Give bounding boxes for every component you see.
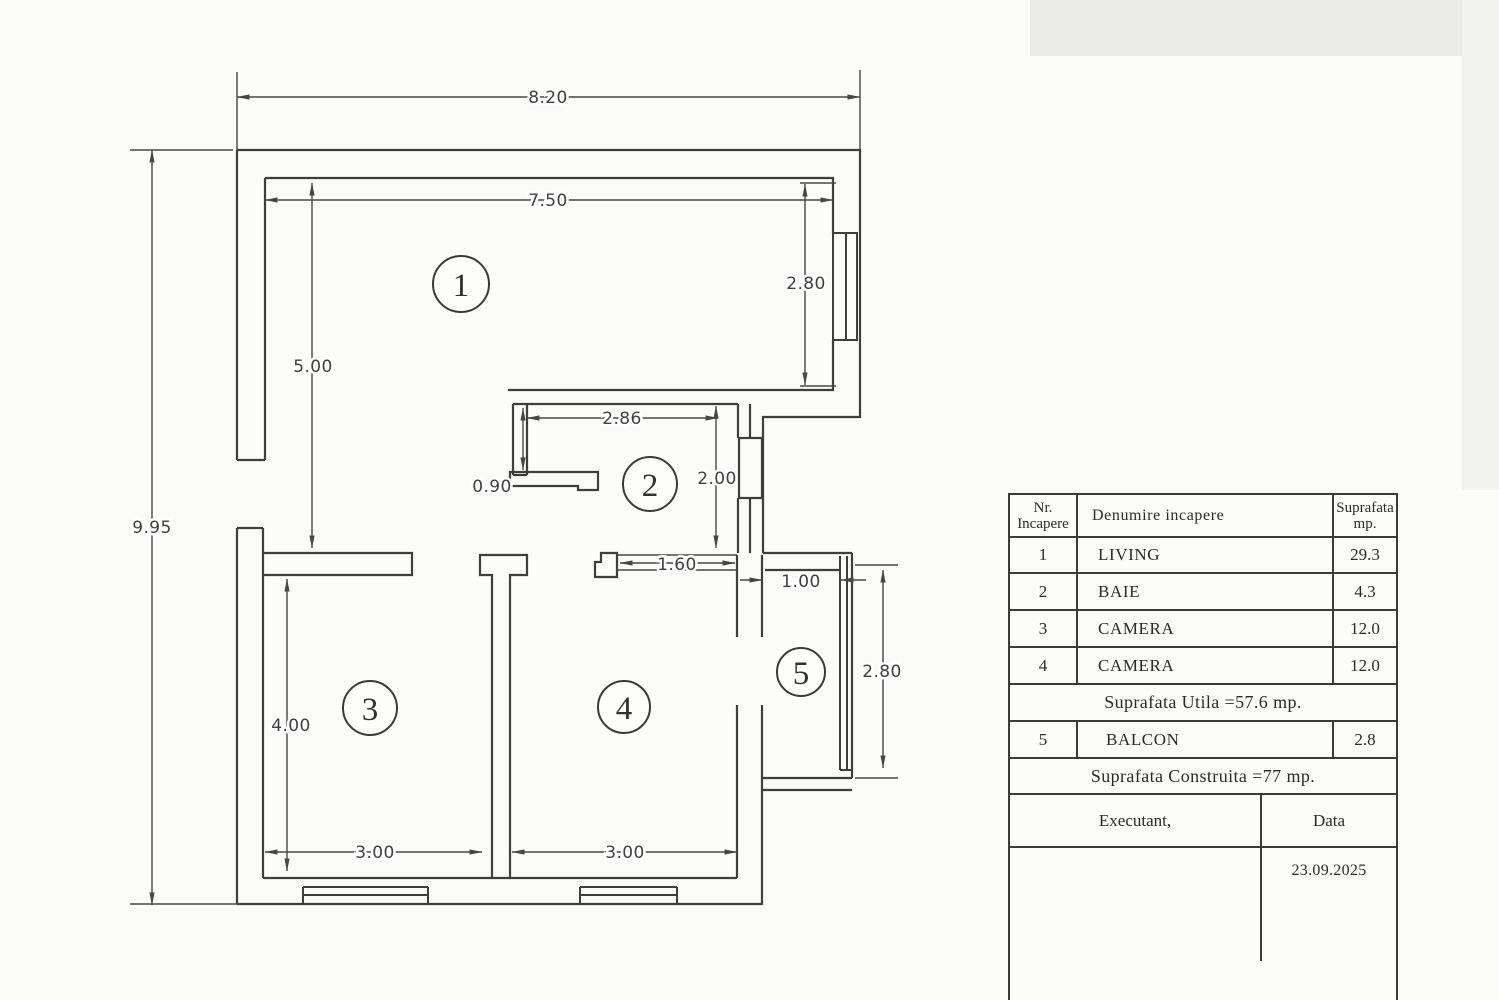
dim-total-width bbox=[236, 70, 861, 150]
wall-bath-left bbox=[511, 404, 529, 477]
dimension-labels: 8.20 9.95 7.50 5.00 2.80 2.86 0.90 2.00 … bbox=[130, 86, 904, 866]
room-marker-4: 4 bbox=[597, 680, 651, 734]
dim-label-living-height: 2.80 bbox=[786, 274, 825, 294]
cell-living-area: 29.3 bbox=[1350, 545, 1380, 564]
room-number-4: 4 bbox=[616, 691, 633, 727]
wall-balcony-top bbox=[763, 551, 852, 572]
wall-balcony-left-upper bbox=[735, 555, 764, 637]
window-living bbox=[832, 232, 858, 341]
room-marker-1: 1 bbox=[432, 255, 490, 313]
dim-label-room3-height: 4.00 bbox=[271, 716, 310, 736]
cell-executant-label: Executant, bbox=[1010, 795, 1262, 846]
cell-camera3-nr: 3 bbox=[1010, 611, 1078, 646]
dim-hall-opening bbox=[617, 554, 737, 571]
cell-living-name: LIVING bbox=[1078, 538, 1334, 572]
windows bbox=[302, 232, 858, 904]
scan-shading-right-edge bbox=[1462, 0, 1499, 490]
wall-inner-top bbox=[265, 176, 835, 233]
dim-label-total-width: 8.20 bbox=[528, 88, 567, 108]
dim-living-height bbox=[800, 182, 836, 387]
header-suprafata: Suprafata mp. bbox=[1334, 495, 1396, 536]
dim-label-living-width: 7.50 bbox=[528, 191, 567, 211]
wall-room3-top bbox=[263, 551, 414, 577]
wall-jamb-room4 bbox=[593, 551, 619, 579]
room-marker-2: 2 bbox=[622, 456, 678, 512]
cell-balcon-nr: 5 bbox=[1010, 722, 1078, 757]
room-markers: 1 2 3 4 5 bbox=[342, 255, 826, 736]
dim-total-height bbox=[130, 149, 240, 906]
table-row-living: 1 LIVING 29.3 bbox=[1010, 538, 1396, 574]
walls bbox=[235, 148, 862, 906]
table-row-suprafata-utila: Suprafata Utila =57.6 mp. bbox=[1010, 685, 1396, 722]
wall-left-upper bbox=[235, 150, 267, 462]
cell-baie-name: BAIE bbox=[1078, 574, 1334, 609]
wall-balcony-bottom bbox=[763, 776, 852, 792]
dim-label-bath-height: 2.00 bbox=[697, 469, 736, 489]
table-row-date: 23.09.2025 bbox=[1010, 848, 1396, 961]
window-room3 bbox=[302, 886, 429, 904]
header-denumire: Denumire incapere bbox=[1078, 495, 1334, 536]
dim-label-bath-width: 2.86 bbox=[602, 409, 641, 429]
dim-label-balcony-door: 1.00 bbox=[781, 572, 820, 592]
wall-bath-bottom bbox=[508, 470, 600, 492]
dim-label-room3-width: 3.00 bbox=[355, 843, 394, 863]
cell-balcon-name: BALCON bbox=[1078, 722, 1334, 757]
cell-balcon-area: 2.8 bbox=[1354, 729, 1376, 749]
room-number-5: 5 bbox=[793, 656, 810, 692]
room-marker-5: 5 bbox=[776, 647, 826, 697]
room-number-2: 2 bbox=[642, 468, 659, 504]
cell-date-value: 23.09.2025 bbox=[1291, 862, 1367, 879]
header-suprafata-line2: mp. bbox=[1353, 515, 1377, 532]
wall-living-floor bbox=[508, 340, 835, 392]
window-room4 bbox=[579, 886, 678, 904]
table-row-camera4: 4 CAMERA 12.0 bbox=[1010, 648, 1396, 685]
cell-living-nr: 1 bbox=[1010, 538, 1078, 572]
table-row-balcon: 5 BALCON 2.8 bbox=[1010, 722, 1396, 759]
cell-executant-value bbox=[1010, 848, 1262, 961]
wall-left-lower bbox=[235, 526, 265, 904]
cell-data-label: Data bbox=[1312, 810, 1346, 830]
dim-label-hall-opening: 1.60 bbox=[657, 555, 696, 575]
cell-camera4-area: 12.0 bbox=[1350, 655, 1380, 675]
window-balcony bbox=[839, 556, 852, 771]
table-row-executant-data: Executant, Data bbox=[1010, 795, 1396, 848]
dim-label-room4-width: 3.00 bbox=[605, 843, 644, 863]
table-row-suprafata-construita: Suprafata Construita =77 mp. bbox=[1010, 759, 1396, 795]
cell-camera4-name: CAMERA bbox=[1078, 648, 1334, 683]
table-row-baie: 2 BAIE 4.3 bbox=[1010, 574, 1396, 611]
header-nr-line1: Nr. bbox=[1033, 499, 1053, 516]
header-suprafata-line1: Suprafata bbox=[1336, 499, 1394, 516]
dim-label-total-height: 9.95 bbox=[132, 518, 171, 538]
wall-bath-right-upper bbox=[736, 404, 752, 438]
header-nr-incapere: Nr. Incapere bbox=[1010, 495, 1078, 536]
dim-label-balcony-height: 2.80 bbox=[862, 662, 901, 682]
scan-shading-top-right bbox=[1030, 0, 1499, 56]
cell-baie-nr: 2 bbox=[1010, 574, 1078, 609]
wall-bath-right-lower bbox=[736, 498, 752, 553]
table-header-row: Nr. Incapere Denumire incapere Suprafata… bbox=[1010, 495, 1396, 538]
door-frame-bath bbox=[737, 436, 764, 500]
dimension-lines bbox=[130, 70, 898, 906]
cell-camera3-area: 12.0 bbox=[1350, 618, 1380, 638]
cell-baie-area: 4.3 bbox=[1354, 581, 1376, 601]
header-nr-line2: Incapere bbox=[1017, 515, 1069, 532]
wall-balcony-left-lower bbox=[735, 705, 764, 905]
dim-label-left-height: 5.00 bbox=[293, 357, 332, 377]
wall-partition-3-4 bbox=[478, 553, 529, 880]
dim-label-bath-door: 0.90 bbox=[472, 477, 511, 497]
table-row-camera3: 3 CAMERA 12.0 bbox=[1010, 611, 1396, 648]
room-marker-3: 3 bbox=[342, 680, 398, 736]
cell-camera4-nr: 4 bbox=[1010, 648, 1078, 683]
room-number-3: 3 bbox=[362, 692, 379, 728]
room-number-1: 1 bbox=[453, 268, 470, 304]
cell-camera3-name: CAMERA bbox=[1078, 611, 1334, 646]
room-area-table: Nr. Incapere Denumire incapere Suprafata… bbox=[1008, 493, 1398, 1000]
dim-balcony-height bbox=[855, 564, 898, 779]
